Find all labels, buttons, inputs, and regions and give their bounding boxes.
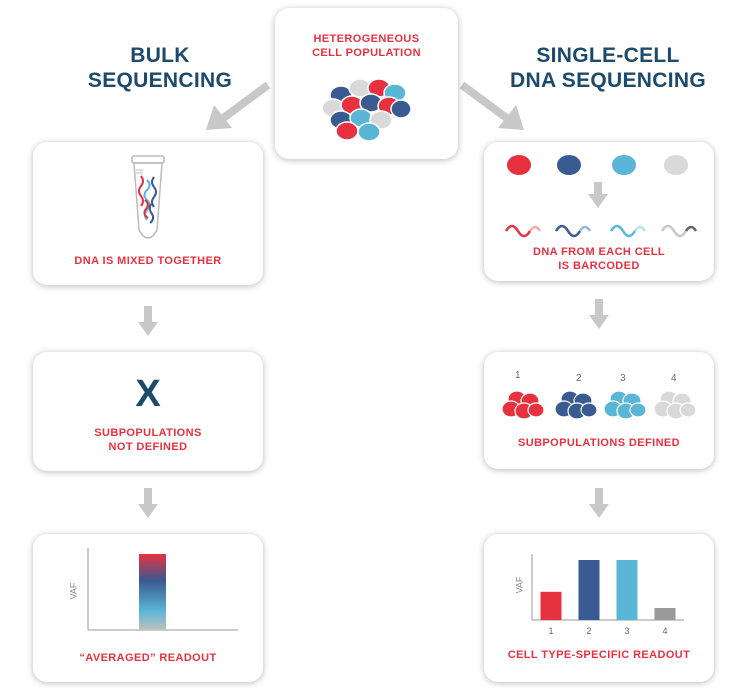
tick-label-2: 2 (586, 626, 591, 636)
single-step2-caption: SUBPOPULATIONS DEFINED (518, 437, 680, 449)
single-arrow-down-1 (589, 299, 609, 329)
single-step3-caption: CELL TYPE-SPECIFIC READOUT (507, 649, 691, 661)
single-step1-caption-line1: DNA FROM EACH CELL (532, 246, 666, 258)
averaged-bar (139, 554, 166, 630)
bulk-step2-caption-line2: NOT DEFINED (108, 441, 188, 453)
single-vaf-label: VAF (514, 576, 525, 594)
averaged-bar-chart (87, 548, 238, 631)
clustered-cells-icon (501, 390, 697, 420)
bulk-step2-caption-line1: SUBPOPULATIONS (94, 427, 202, 439)
barcoding-box: DNA FROM EACH CELL IS BARCODED (484, 142, 714, 281)
single-arrow-down-2 (589, 488, 609, 518)
single-heading-line2: DNA SEQUENCING (510, 69, 706, 92)
cell-type-bar-chart: 1 2 3 4 (531, 554, 684, 636)
bulk-mixing-box: DNA IS MIXED TOGETHER (33, 142, 263, 285)
cluster-number-3: 3 (620, 373, 626, 384)
cyan-cluster (603, 390, 647, 420)
bulk-step1-caption: DNA IS MIXED TOGETHER (74, 255, 222, 267)
tick-label-1: 1 (548, 626, 553, 636)
tick-label-3: 3 (624, 626, 629, 636)
cell-population-caption-line2: CELL POPULATION (312, 47, 421, 59)
tick-label-4: 4 (662, 626, 667, 636)
cell-type-readout-box: 1 2 3 4 VAF CELL TYPE-SPECIFIC READOUT (484, 534, 714, 682)
cell-population-caption-line1: HETEROGENEOUS (313, 33, 420, 45)
mixed-cells-icon (321, 78, 412, 142)
tube-icon (131, 155, 165, 239)
single-step1-caption: DNA FROM EACH CELL IS BARCODED (484, 245, 714, 273)
grey-cluster (653, 390, 697, 420)
bar-1 (540, 591, 562, 620)
bulk-arrow-down-1 (138, 306, 158, 336)
separated-cells-icon (504, 155, 698, 238)
navy-cluster (554, 390, 598, 420)
single-heading-line1: SINGLE-CELL (536, 44, 680, 67)
single-step1-caption-line2: IS BARCODED (558, 260, 640, 272)
bar-4 (654, 608, 676, 620)
cluster-number-4: 4 (671, 373, 677, 384)
not-defined-x-mark: X (135, 373, 161, 415)
bulk-vaf-label: VAF (68, 582, 79, 600)
cluster-number-1: 1 (515, 370, 521, 381)
bulk-heading-line1: BULK (130, 44, 190, 67)
red-cluster (501, 390, 545, 420)
single-heading: SINGLE-CELL DNA SEQUENCING (493, 43, 723, 93)
bar-3 (616, 560, 638, 620)
cell-population-caption: HETEROGENEOUS CELL POPULATION (275, 32, 458, 60)
bulk-readout-box: VAF “AVERAGED” READOUT (33, 534, 263, 682)
bulk-heading: BULK SEQUENCING (60, 43, 260, 93)
bulk-step2-caption: SUBPOPULATIONS NOT DEFINED (33, 426, 263, 454)
cell-population-box: HETEROGENEOUS CELL POPULATION (275, 8, 458, 159)
bulk-heading-line2: SEQUENCING (87, 69, 233, 92)
subpop-defined-box: 1 2 3 4 (484, 352, 714, 469)
bulk-subpop-box: X SUBPOPULATIONS NOT DEFINED (33, 352, 263, 471)
cluster-number-2: 2 (576, 373, 582, 384)
bar-2 (578, 560, 600, 620)
bulk-step3-caption: “AVERAGED” READOUT (79, 652, 217, 664)
bulk-arrow-down-2 (138, 488, 158, 518)
